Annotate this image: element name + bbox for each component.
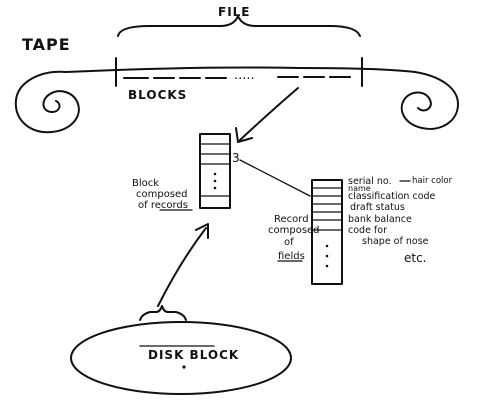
field-label-bank-balance: bank balance [348, 214, 412, 225]
record-caption-line-1: Record [274, 214, 309, 225]
ellipsis-dot [214, 180, 217, 183]
connector-block-to-record [240, 160, 310, 196]
disk-spindle [182, 365, 185, 368]
block-caption-line-1: Block [132, 178, 159, 189]
arrowhead-disk [196, 224, 208, 238]
record-caption-line-3: of [284, 237, 294, 248]
ellipsis-dot [326, 265, 329, 268]
tape-label: TAPE [22, 35, 71, 54]
block-number: 3 [232, 151, 240, 165]
ellipsis-dot [326, 255, 329, 258]
disk-brace [140, 306, 186, 320]
field-label-shape-of-nose: shape of nose [362, 236, 429, 247]
ellipsis-dot [214, 173, 217, 176]
disk-block-label: DISK BLOCK [148, 348, 239, 362]
ellipsis-dot [326, 245, 329, 248]
field-label-draft-status: draft status [350, 202, 405, 213]
arrow-disk-to-block [158, 228, 206, 306]
left-reel [16, 72, 79, 132]
block-outline [200, 134, 230, 208]
block-caption-line-2: composed [136, 189, 188, 200]
tape-gap-dots: ..... [234, 68, 255, 83]
field-label-etc: etc. [404, 251, 427, 265]
field-label-classification-code: classification code [348, 191, 436, 202]
right-reel [402, 72, 458, 129]
file-label: FILE [218, 5, 251, 19]
arrow-tape-to-block [240, 88, 298, 140]
block-rectangle [200, 134, 230, 208]
field-label-hair-color: hair color [412, 176, 453, 186]
ellipsis-dot [214, 187, 217, 190]
file-brace [118, 16, 360, 36]
blocks-label: BLOCKS [128, 88, 187, 102]
field-label-code-for: code for [348, 225, 387, 236]
record-caption-line-2: composed [268, 225, 320, 236]
